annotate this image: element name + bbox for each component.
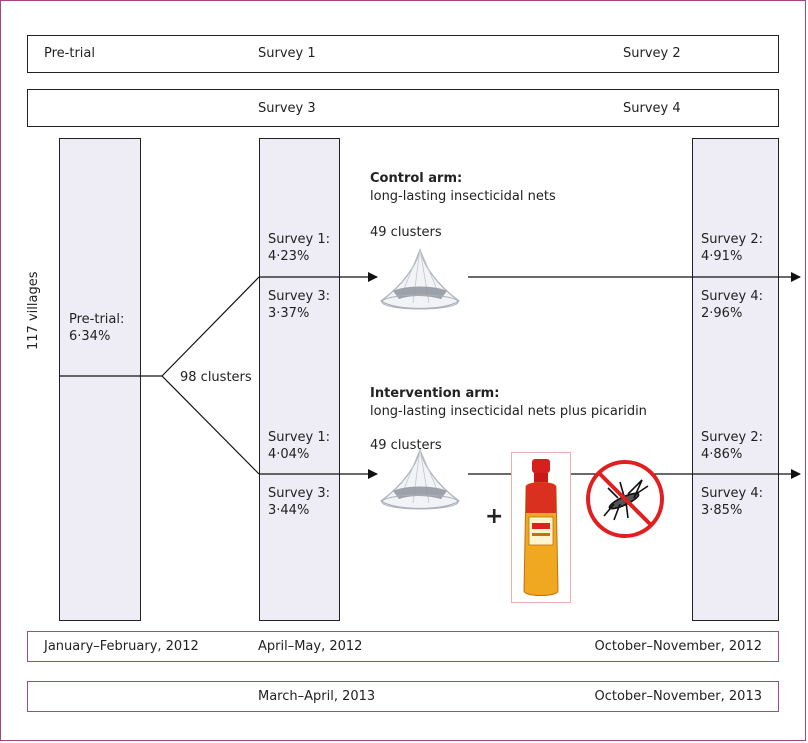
control-arm-subtitle: long-lasting insecticidal nets [370, 189, 556, 204]
intervention-clusters: 49 clusters [370, 438, 442, 453]
intervention-survey-3-value: 3·44% [268, 503, 310, 518]
intervention-survey-2-label: Survey 2: [701, 430, 764, 445]
plus-sign: + [485, 504, 504, 529]
control-clusters: 49 clusters [370, 225, 442, 240]
villages-label: 117 villages [26, 271, 41, 350]
header-survey-3: Survey 3 [258, 101, 316, 116]
date-row-1: January–February, 2012 April–May, 2012 O… [27, 631, 779, 662]
header-row-1: Pre-trial Survey 1 Survey 2 [27, 35, 779, 73]
survey-1-3-column [259, 138, 340, 621]
header-pretrial: Pre-trial [44, 46, 95, 61]
header-row-2: Survey 3 Survey 4 [27, 89, 779, 127]
control-arm-title: Control arm: [370, 171, 463, 186]
intervention-survey-1-label: Survey 1: [268, 430, 331, 445]
clusters-98-label: 98 clusters [178, 369, 254, 386]
intervention-arm-subtitle: long-lasting insecticidal nets plus pica… [370, 404, 647, 419]
date-row-2: March–April, 2013 October–November, 2013 [27, 681, 779, 712]
control-survey-3-label: Survey 3: [268, 289, 331, 304]
pretrial-value: 6·34% [69, 329, 111, 344]
intervention-arm-title: Intervention arm: [370, 386, 500, 401]
control-survey-3-value: 3·37% [268, 306, 310, 321]
control-survey-4-value: 2·96% [701, 306, 743, 321]
date-survey-3: March–April, 2013 [258, 689, 376, 704]
control-survey-2-label: Survey 2: [701, 232, 764, 247]
intervention-survey-4-value: 3·85% [701, 503, 743, 518]
pretrial-column [59, 138, 141, 621]
bed-net-icon [379, 448, 461, 510]
header-survey-4: Survey 4 [623, 101, 681, 116]
survey-2-4-column [692, 138, 779, 621]
date-survey-1: April–May, 2012 [258, 639, 363, 654]
control-survey-4-label: Survey 4: [701, 289, 764, 304]
pretrial-label: Pre-trial: [69, 312, 125, 327]
intervention-survey-2-value: 4·86% [701, 447, 743, 462]
control-survey-1-value: 4·23% [268, 249, 310, 264]
control-survey-1-label: Survey 1: [268, 232, 331, 247]
bed-net-icon [379, 248, 461, 310]
intervention-survey-1-value: 4·04% [268, 447, 310, 462]
date-survey-2: October–November, 2012 [594, 639, 762, 654]
header-survey-2: Survey 2 [623, 46, 681, 61]
control-survey-2-value: 4·91% [701, 249, 743, 264]
date-pretrial: January–February, 2012 [44, 639, 199, 654]
intervention-survey-4-label: Survey 4: [701, 486, 764, 501]
no-mosquito-icon [586, 460, 664, 538]
intervention-survey-3-label: Survey 3: [268, 486, 331, 501]
header-survey-1: Survey 1 [258, 46, 316, 61]
repellent-bottle-icon [511, 452, 571, 603]
date-survey-4: October–November, 2013 [594, 689, 762, 704]
